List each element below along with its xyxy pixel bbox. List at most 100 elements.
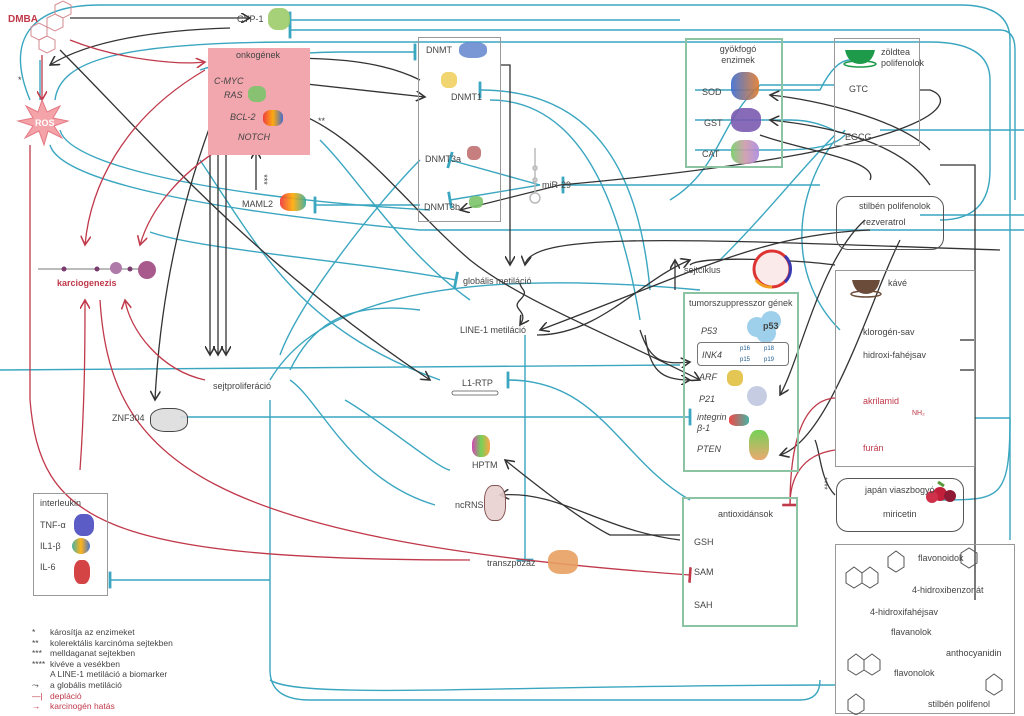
il6-label: IL-6 xyxy=(40,562,56,572)
flavonoid-structures-icon xyxy=(845,547,1003,715)
sod-label: SOD xyxy=(702,87,722,97)
line1-methylation-label: LINE-1 metiláció xyxy=(460,325,527,335)
p53-gene-label: P53 xyxy=(701,326,718,336)
squiggle-arrow-icon: ⤳ xyxy=(32,679,39,690)
mir29-label: miR-29 xyxy=(542,180,572,190)
cell-cycle-icon xyxy=(752,249,792,289)
il1-beta-label: IL1-β xyxy=(40,541,61,551)
anthocyanidin-label: anthocyanidin xyxy=(946,648,1002,658)
dmba-structure-icon xyxy=(30,0,72,54)
dnmt-label: DNMT xyxy=(426,45,452,55)
gtc-label: GTC xyxy=(849,84,868,94)
coffee-title: kávé xyxy=(888,278,908,288)
legend-item: →karcinogén hatás xyxy=(32,701,115,712)
znf304-protein-icon xyxy=(150,408,188,432)
asterisk-2: ** xyxy=(318,116,326,126)
sah-label: SAH xyxy=(694,600,713,610)
hydroxybenzoate-label: 4-hidroxibenzonát xyxy=(912,585,984,595)
transposase-protein-icon xyxy=(548,550,578,574)
nh2-label: NH₂ xyxy=(912,410,925,417)
flavanols-label: flavanolok xyxy=(891,627,932,637)
legend-item: ****kivéve a vesékben xyxy=(32,658,120,669)
ink4-p19: p19 xyxy=(764,357,775,363)
integrin-label: integrin β-1 xyxy=(697,412,727,433)
legend-item: —|depláció xyxy=(32,690,82,701)
dmba-label: DMBA xyxy=(8,14,38,25)
legend: *károsítja az enzimeket **kolerektális k… xyxy=(32,627,173,712)
bcl2-label: BCL-2 xyxy=(230,112,256,122)
maml2-label: MAML2 xyxy=(242,199,274,209)
mir29-hairpin-icon xyxy=(529,148,541,204)
ncrns-label: ncRNS xyxy=(455,500,484,510)
sam-label: SAM xyxy=(694,567,714,577)
green-tea-box: zöldtea polifenolok GTC EGCG xyxy=(834,38,924,146)
cell-proliferation-label: sejtproliferáció xyxy=(213,381,272,391)
inhibit-red-icon: —| xyxy=(32,690,43,701)
stilbene-polyphenol-label: stilbén polifenol xyxy=(928,699,991,709)
bayberry-box: japán viaszbogyó miricetin xyxy=(836,478,964,532)
ink4-label: INK4 xyxy=(702,350,723,360)
tnf-alpha-protein-icon xyxy=(74,514,94,536)
p53-protein-icon xyxy=(747,311,781,343)
dnmt-box: DNMT DNMT1 DNMT3a DNMT3b xyxy=(418,37,501,222)
antioxidants-title: antioxidánsok xyxy=(718,509,774,519)
interleukin-box: interleukin TNF-α IL1-β IL-6 xyxy=(33,493,108,596)
pten-label: PTEN xyxy=(697,444,722,454)
cmyc-label: C-MYC xyxy=(214,76,244,86)
dnmt1-protein-icon xyxy=(441,72,457,88)
global-methylation-label: globális metiláció xyxy=(463,276,532,286)
coffee-cup-icon xyxy=(850,280,882,298)
furan-label: furán xyxy=(863,443,884,453)
legend-item: A LINE-1 metiláció a biomarker xyxy=(50,669,168,680)
chlorogenic-acid-label: klorogén-sav xyxy=(863,327,915,337)
cyp1-protein-icon xyxy=(268,8,290,30)
karciogenezis-cells-icon xyxy=(38,261,156,279)
onkogenek-label: onkogének xyxy=(236,50,281,60)
sod-protein-icon xyxy=(731,72,759,100)
scavenger-enzymes-box: gyökfogó enzimek SOD GST CAT xyxy=(685,38,783,168)
ras-label: RAS xyxy=(224,90,243,100)
dnmt3b-label: DNMT3b xyxy=(424,202,461,212)
p21-label: P21 xyxy=(699,394,716,404)
ras-protein-icon xyxy=(248,86,266,102)
ros-label: ROS xyxy=(35,118,55,128)
asterisk-4: **** xyxy=(819,477,829,490)
il6-protein-icon xyxy=(74,560,90,584)
dnmt3b-protein-icon xyxy=(469,196,483,208)
hydroxycinnamate-label: 4-hidroxifahéjsav xyxy=(870,607,939,617)
inhibition-lines xyxy=(0,4,1024,701)
karciogenezis-label: karciogenezis xyxy=(57,278,117,288)
legend-item: ***melldaganat sejtekben xyxy=(32,648,136,659)
acrylamide-label: akrilamid xyxy=(863,396,900,406)
bayberry-fruit-icon xyxy=(926,480,956,503)
il1-beta-protein-icon xyxy=(72,538,90,554)
green-tea-cup-icon xyxy=(843,50,877,68)
hptm-label: HPTM xyxy=(472,460,498,470)
ink4-p18: p18 xyxy=(764,346,775,352)
integrin-protein-icon xyxy=(729,414,749,426)
transposase-label: transzpozáz xyxy=(487,558,536,568)
pten-protein-icon xyxy=(749,430,769,460)
ros-burst-icon xyxy=(16,98,70,147)
stilbene-title: stilbén polifenolok xyxy=(859,201,931,211)
notch-label: NOTCH xyxy=(238,132,270,142)
gst-label: GST xyxy=(704,118,723,128)
dnmt3a-protein-icon xyxy=(467,146,481,160)
stilbene-box: stilbén polifenolok rezveratrol xyxy=(836,196,944,250)
bayberry-title: japán viaszbogyó xyxy=(865,485,935,495)
cat-label: CAT xyxy=(702,149,720,159)
p53-protein-label: p53 xyxy=(763,321,779,331)
ink4-p16: p16 xyxy=(740,346,751,352)
interleukin-title: interleukin xyxy=(40,498,82,508)
asterisk-1: * xyxy=(18,75,22,85)
dnmt-protein-icon xyxy=(459,42,487,58)
maml2-protein-icon xyxy=(280,193,306,211)
p21-protein-icon xyxy=(747,386,767,406)
arf-label: ARF xyxy=(699,372,717,382)
hydroxycinnamic-acid-label: hidroxi-fahéjsav xyxy=(863,350,927,360)
resveratrol-label: rezveratrol xyxy=(863,217,906,227)
hptm-histone-icon xyxy=(472,435,490,457)
legend-item: ⤳a globális metiláció xyxy=(32,679,122,690)
legend-item: **kolerektális karcinóma sejtekben xyxy=(32,637,173,648)
gst-protein-icon xyxy=(731,108,761,132)
